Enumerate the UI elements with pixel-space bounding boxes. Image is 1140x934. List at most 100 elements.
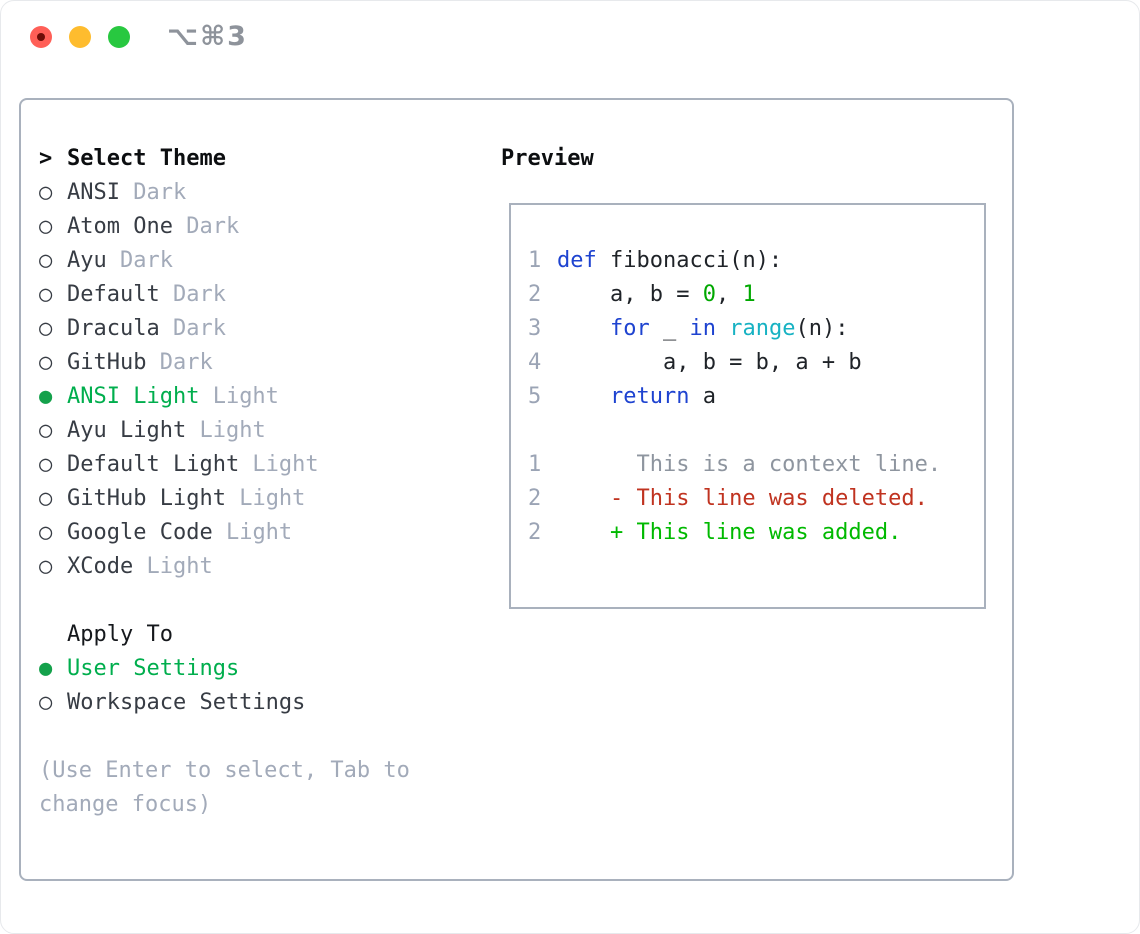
radio-unselected-icon: ○ [39,417,53,443]
spacer [39,583,410,617]
radio-unselected-icon: ○ [39,553,53,579]
apply-options: ● User Settings ○ Workspace Settings [39,651,410,719]
theme-name: Default Light [67,451,240,477]
theme-option-google-code[interactable]: ○Google Code Light [39,515,410,549]
theme-variant: Dark [159,281,226,307]
spacer [39,719,410,753]
line-number: 2 [528,485,542,511]
theme-name: GitHub [67,349,147,375]
theme-option-xcode[interactable]: ○ XCode Light [39,549,410,583]
theme-name: Default [67,281,160,307]
radio-selected-icon: ● [39,383,53,409]
code-line: 5 return a [528,379,941,413]
help-text-line1: (Use Enter to select, Tab to [39,757,410,783]
theme-variant: Dark [159,315,226,341]
line-number: 2 [528,519,542,545]
theme-variant: Dark [119,179,187,205]
radio-unselected-icon: ○ [39,247,53,273]
apply-option-user-settings[interactable]: ● User Settings [39,651,410,685]
close-button[interactable] [30,26,52,48]
theme-variant: Light [199,383,279,409]
select-theme-header: > Select Theme [39,141,410,175]
theme-name: ANSI [67,179,120,205]
apply-to-header: Apply To [39,617,410,651]
theme-option-ayu[interactable]: ○ Ayu Dark [39,243,410,277]
prompt-icon: > [39,145,53,171]
code-token: _ [649,315,690,341]
theme-name: Google Code [67,519,213,545]
code-token: , [715,281,743,307]
theme-form: > Select Theme ○ANSI Dark○Atom One Dark○… [39,141,410,821]
code-token: in [689,315,716,341]
theme-name: ANSI Light [67,383,200,409]
theme-option-github-light[interactable]: ○ GitHub Light Light [39,481,410,515]
code-token: (n): [795,315,849,341]
theme-variant: Light [133,553,213,579]
radio-unselected-icon: ○ [39,689,53,715]
code-token: a, b = [557,281,703,307]
theme-variant: Dark [146,349,213,375]
code-token: for [609,315,650,341]
radio-unselected-icon: ○ [39,349,53,375]
apply-option-label: Workspace Settings [67,689,306,715]
theme-variant: Light [186,417,266,443]
traffic-lights [30,26,130,48]
theme-name: GitHub Light [67,485,226,511]
help-text-line2: change focus) [39,791,212,817]
theme-name: XCode [67,553,134,579]
theme-list: ○ ANSI Dark ○ Atom One Dark ○ Ayu Dark ○ Defaul… [39,175,410,583]
code-token: fibonacci(n): [596,247,783,273]
code-token: range [729,315,796,341]
code-token: + This line was added. [557,519,902,545]
code-line: 2 a, b = 0, 1 [528,277,941,311]
theme-option-ansi[interactable]: ○ ANSI Dark [39,175,410,209]
theme-variant: Dark [172,213,240,239]
theme-option-default[interactable]: ○ Default Dark [39,277,410,311]
code-line: 1 This is a context line. [528,447,941,481]
code-line: 1 def fibonacci(n): [528,243,941,277]
code-token: This is a context line. [557,451,942,477]
select-theme-title: Select Theme [67,145,226,171]
radio-unselected-icon: ○ [39,179,53,205]
theme-variant: Dark [106,247,173,273]
radio-unselected-icon: ○ [39,519,53,545]
radio-selected-icon: ● [39,655,53,681]
theme-option-ansi-light[interactable]: ● ANSI Light Light [39,379,410,413]
theme-option-dracula[interactable]: ○Dracula Dark [39,311,410,345]
code-token: 0 [702,281,716,307]
theme-variant: Light [225,485,306,511]
theme-name: Ayu [67,247,107,273]
line-number: 4 [528,349,542,375]
code-blank-line [528,413,941,447]
zoom-button[interactable] [108,26,130,48]
code-token: 1 [742,281,756,307]
code-token [557,316,610,341]
apply-option-workspace-settings[interactable]: ○ Workspace Settings [39,685,410,719]
radio-unselected-icon: ○ [39,213,53,239]
radio-unselected-icon: ○ [39,451,53,477]
code-line: 2 - This line was deleted. [528,481,941,515]
theme-name: Atom One [67,213,173,239]
radio-unselected-icon: ○ [39,485,53,511]
theme-option-ayu-light[interactable]: ○ Ayu Light Light [39,413,410,447]
theme-variant: Light [239,451,319,477]
code-token [557,384,610,409]
theme-name: Dracula [67,315,160,341]
code-token: return [609,383,690,409]
code-line: 3 for _ in range(n): [528,311,941,345]
radio-unselected-icon: ○ [39,281,53,307]
apply-option-label: User Settings [67,655,240,681]
line-number: 1 [528,247,542,273]
theme-option-atom-one[interactable]: ○ Atom One Dark [39,209,410,243]
minimize-button[interactable] [69,26,91,48]
theme-name: Ayu Light [67,417,187,443]
code-token: a, b = b, a + b [557,349,862,375]
theme-option-github[interactable]: ○ GitHub Dark [39,345,410,379]
code-token [716,316,729,341]
code-token: def [557,247,597,273]
theme-option-default-light[interactable]: ○ Default Light Light [39,447,410,481]
code-token: a [689,383,716,409]
preview-title: Preview [501,146,594,171]
